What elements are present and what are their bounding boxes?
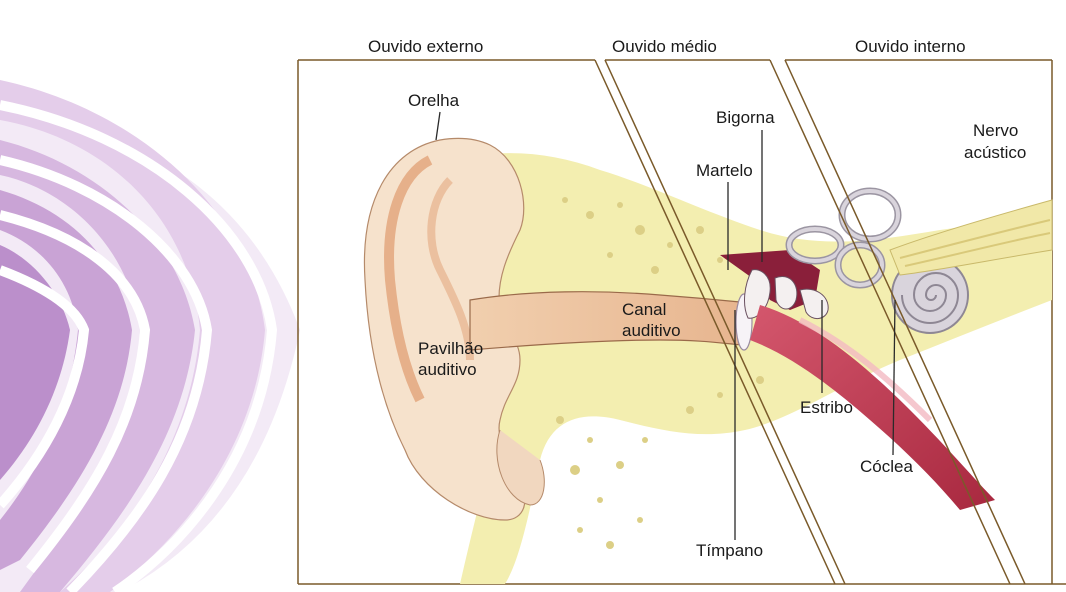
sound-waves (0, 80, 300, 592)
ear-canal (470, 292, 742, 350)
label-bigorna: Bigorna (716, 108, 775, 127)
label-pavilhao-line1: Pavilhão (418, 339, 483, 358)
section-inner-ear: Ouvido interno (855, 37, 966, 56)
label-timpano: Tímpano (696, 541, 763, 560)
label-orelha: Orelha (408, 91, 460, 110)
label-nervo-line1: Nervo (973, 121, 1018, 140)
label-nervo-line2: acústico (964, 143, 1026, 162)
label-coclea: Cóclea (860, 457, 913, 476)
temporal-bone (460, 153, 1052, 584)
label-estribo: Estribo (800, 398, 853, 417)
label-canal-line2: auditivo (622, 321, 681, 340)
section-outer-ear: Ouvido externo (368, 37, 483, 56)
section-middle-ear: Ouvido médio (612, 37, 717, 56)
label-pavilhao-line2: auditivo (418, 360, 477, 379)
label-martelo: Martelo (696, 161, 753, 180)
label-canal-line1: Canal (622, 300, 666, 319)
